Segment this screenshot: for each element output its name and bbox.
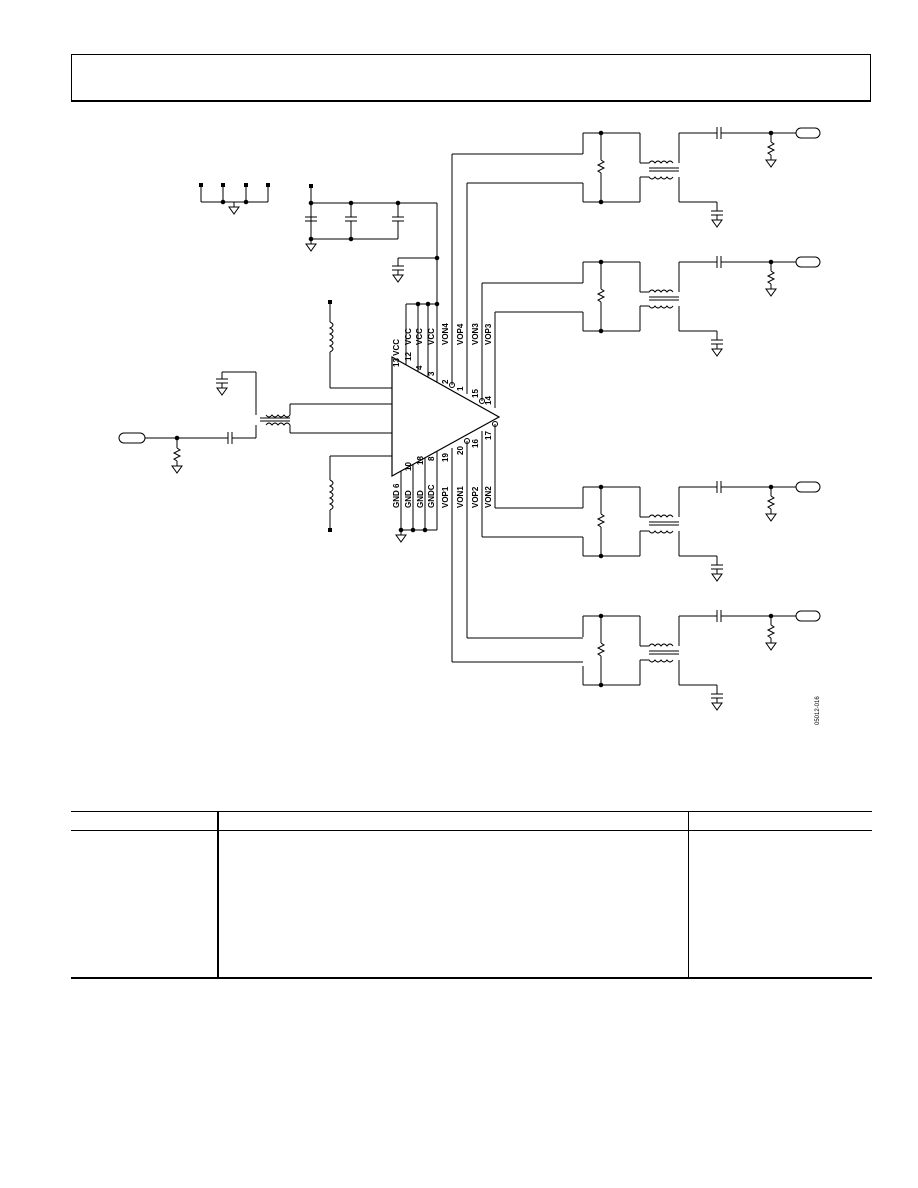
pin-label: GND bbox=[416, 490, 425, 508]
page-header-box bbox=[71, 54, 871, 102]
supply-decoupling bbox=[305, 184, 440, 304]
table-bottom-rule bbox=[71, 977, 872, 979]
pin-label: 14 bbox=[484, 396, 493, 405]
table-header-rule bbox=[71, 830, 872, 831]
pin-label: 13 bbox=[392, 358, 401, 367]
pin-label: 17 bbox=[484, 431, 493, 440]
svg-text:GND 6: GND 6 bbox=[392, 483, 401, 508]
output-stage-3 bbox=[583, 481, 820, 581]
pin-label: VOP4 bbox=[456, 323, 465, 345]
vcc-rail bbox=[405, 301, 440, 390]
figure-id: 05012-016 bbox=[815, 696, 821, 725]
pin-label: 20 bbox=[456, 446, 465, 455]
pin-label: GND bbox=[404, 490, 413, 508]
pin-label: VCC bbox=[404, 328, 413, 345]
pin-label: VON3 bbox=[471, 323, 480, 345]
ground-terminals bbox=[199, 183, 270, 215]
pin-label: GND bbox=[392, 490, 401, 508]
pin-label: 12 bbox=[404, 352, 413, 361]
pin-label: VOP2 bbox=[471, 486, 480, 508]
pin-label: VON2 bbox=[484, 486, 493, 508]
table-column-divider bbox=[217, 811, 219, 978]
pin-label: VON4 bbox=[441, 323, 450, 345]
output-stage-4 bbox=[583, 610, 820, 710]
pin-label: VCC bbox=[427, 328, 436, 345]
pin-label: 18 bbox=[416, 456, 425, 465]
output-stage bbox=[582, 127, 821, 228]
pin-label: VCC bbox=[392, 339, 401, 356]
pin-label: 19 bbox=[441, 453, 450, 462]
pin-label: 6 bbox=[392, 483, 401, 488]
pin-label: VOP1 bbox=[441, 486, 450, 508]
pin-label: 2 bbox=[441, 379, 450, 384]
table-top-rule bbox=[71, 811, 872, 812]
pin-label: VON1 bbox=[456, 486, 465, 508]
pin-label: GNDC bbox=[427, 484, 436, 508]
gnd-rail bbox=[395, 445, 438, 543]
pin-label: 15 bbox=[471, 389, 480, 398]
pin-label: 4 bbox=[415, 365, 424, 370]
pin-label: 1 bbox=[456, 386, 465, 391]
pin-label: 3 bbox=[427, 371, 436, 376]
pin-labels-bottom: GND 6 GND 10 GND 18 GNDC 8 VOP1 19 VON1 … bbox=[392, 431, 493, 508]
parts-table bbox=[71, 811, 872, 979]
pin-labels-top: 13 VCC 12 VCC 4 VCC 3 VCC 2 VON4 1 VOP4 … bbox=[392, 323, 493, 405]
pin-label: 10 bbox=[404, 462, 413, 471]
svg-text:13 VCC: 13 VCC bbox=[392, 339, 401, 367]
input-balun bbox=[118, 371, 392, 474]
pin-label: 8 bbox=[427, 456, 436, 461]
table-column-divider bbox=[688, 811, 689, 978]
pin-label: VCC bbox=[415, 328, 424, 345]
pin-label: 16 bbox=[471, 439, 480, 448]
output-stage-2 bbox=[583, 256, 820, 356]
output-routing bbox=[451, 153, 583, 663]
pin-label: VOP3 bbox=[484, 323, 493, 345]
input-inductors bbox=[328, 300, 392, 532]
